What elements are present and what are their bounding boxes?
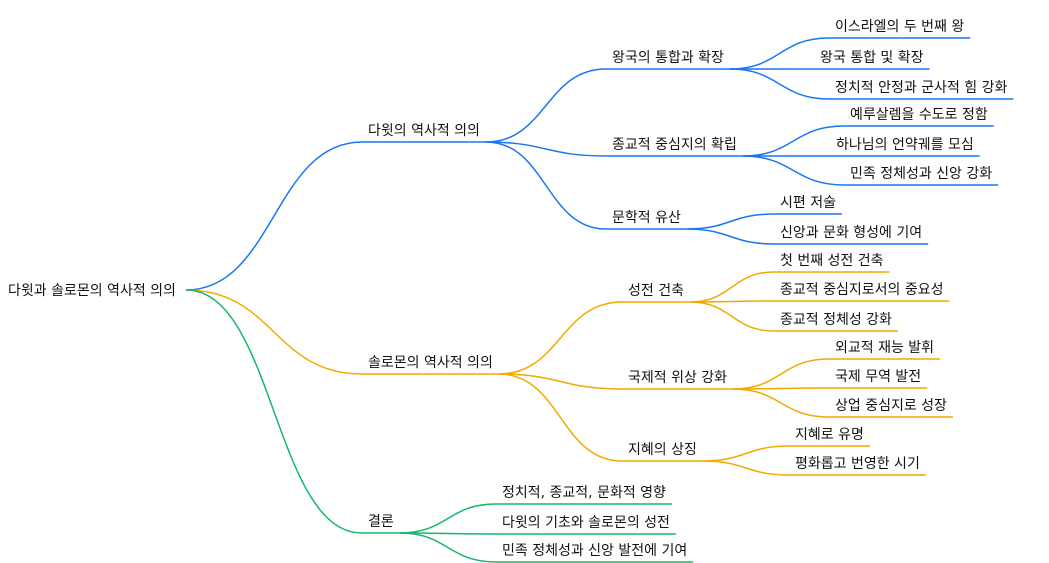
- leaf-node: 신앙과 문화 형성에 기여: [780, 225, 922, 241]
- connector-curve: [702, 445, 790, 462]
- leaf-node: 평화롭고 번영한 시기: [795, 456, 920, 472]
- branch-node: 결론: [368, 514, 394, 530]
- leaf-node: 정치적 안정과 군사적 힘 강화: [835, 80, 1007, 96]
- connector-curve: [689, 271, 775, 303]
- branch-node: 다윗의 역사적 의의: [368, 123, 480, 139]
- leaf-node: 국제 무역 발전: [835, 369, 921, 385]
- sub-node: 국제적 위상 강화: [628, 370, 727, 386]
- sub-node: 지혜의 상징: [628, 442, 697, 458]
- connector-curve: [185, 289, 363, 375]
- leaf-node: 시편 저술: [780, 195, 836, 211]
- connector-curve: [399, 532, 497, 563]
- connector-curve: [185, 141, 363, 291]
- connector-curve: [689, 301, 775, 332]
- connector-curve: [686, 213, 775, 230]
- connector-curve: [702, 460, 790, 476]
- connector-curve: [733, 358, 830, 390]
- leaf-node: 지혜로 유명: [795, 427, 864, 443]
- sub-node: 다윗의 기초와 솔로몬의 성전: [502, 515, 670, 531]
- sub-node: 문학적 유산: [612, 210, 681, 226]
- leaf-node: 이스라엘의 두 번째 왕: [835, 19, 964, 35]
- sub-node: 민족 정체성과 신앙 발전에 기여: [502, 543, 687, 559]
- mindmap-labels: 다윗과 솔로몬의 역사적 의의 다윗의 역사적 의의 왕국의 통합과 확장 이스…: [8, 19, 1007, 559]
- connector-curve: [485, 141, 607, 157]
- connector-curve: [729, 37, 830, 70]
- sub-node: 정치적, 종교적, 문화적 영향: [502, 485, 666, 501]
- connector-curve: [498, 373, 623, 462]
- sub-node: 왕국의 통합과 확장: [612, 50, 724, 66]
- connector-curve: [485, 68, 607, 143]
- connector-curve: [689, 300, 775, 303]
- connector-curve: [742, 125, 845, 157]
- leaf-node: 예루살렘을 수도로 정함: [850, 107, 988, 123]
- sub-node: 종교적 중심지의 확립: [612, 137, 737, 153]
- leaf-node: 왕국 통합 및 확장: [820, 50, 924, 66]
- mindmap-edges: [185, 37, 1014, 563]
- connector-curve: [399, 503, 497, 534]
- leaf-node: 외교적 재능 발휘: [835, 340, 934, 356]
- connector-curve: [498, 373, 623, 390]
- connector-curve: [729, 68, 830, 100]
- connector-curve: [185, 289, 363, 534]
- sub-node: 성전 건축: [628, 283, 684, 299]
- leaf-node: 종교적 정체성 강화: [780, 312, 892, 328]
- connector-curve: [399, 532, 497, 535]
- connector-curve: [733, 387, 830, 390]
- connector-curve: [742, 155, 845, 186]
- connector-curve: [733, 388, 830, 418]
- branch-node: 솔로몬의 역사적 의의: [368, 355, 493, 371]
- connector-curve: [686, 228, 775, 245]
- leaf-node: 첫 번째 성전 건축: [780, 253, 884, 269]
- leaf-node: 상업 중심지로 성장: [835, 398, 947, 414]
- connector-curve: [485, 141, 607, 230]
- leaf-node: 종교적 중심지로서의 중요성: [780, 282, 943, 298]
- connector-curve: [498, 301, 623, 375]
- leaf-node: 하나님의 언약궤를 모심: [836, 137, 974, 153]
- root-node: 다윗과 솔로몬의 역사적 의의: [8, 283, 176, 299]
- leaf-node: 민족 정체성과 신앙 강화: [850, 166, 992, 182]
